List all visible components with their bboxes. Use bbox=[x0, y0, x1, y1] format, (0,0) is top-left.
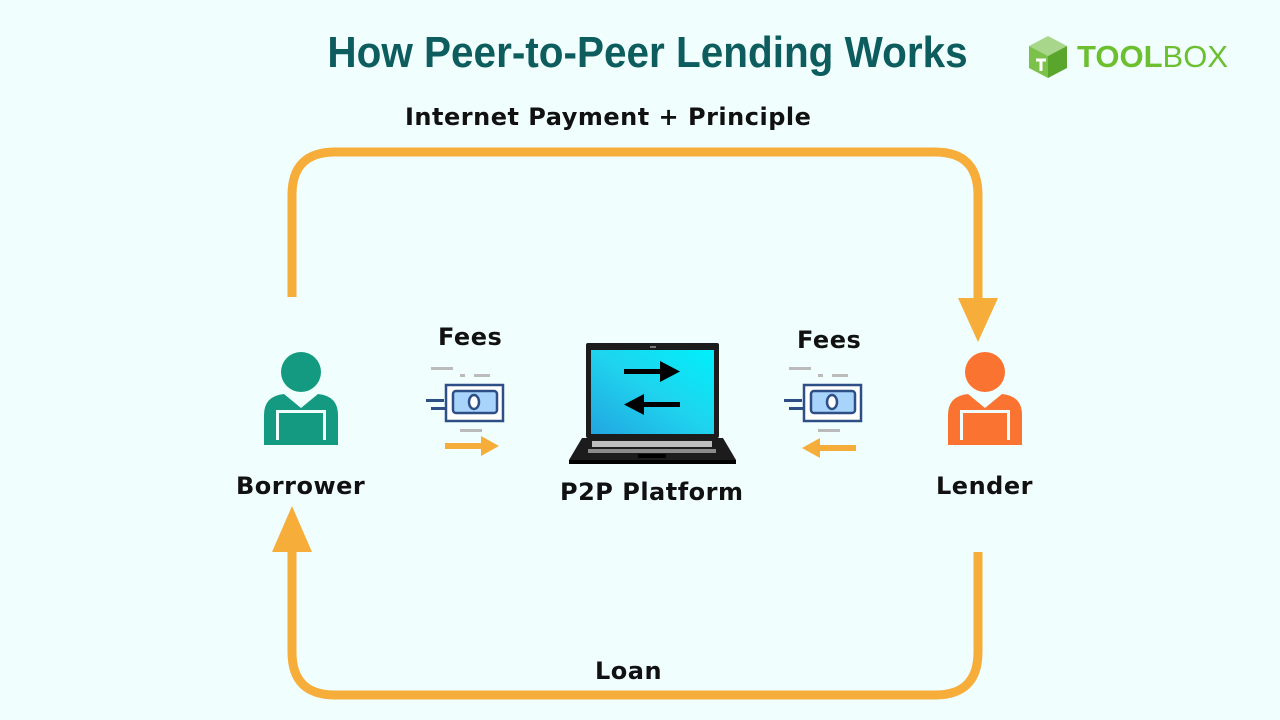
bottom-flow-arrowhead bbox=[272, 506, 312, 552]
cube-logo-icon bbox=[1029, 36, 1067, 78]
bottom-flow-line bbox=[287, 540, 983, 700]
money-icon-right bbox=[784, 367, 863, 432]
borrower-label: Borrower bbox=[236, 472, 366, 500]
lender-label: Lender bbox=[936, 472, 1033, 500]
platform-label: P2P Platform bbox=[560, 478, 744, 506]
logo-text-bold: TOOL bbox=[1077, 39, 1163, 74]
bottom-flow-label: Loan bbox=[595, 657, 663, 685]
borrower-icon bbox=[264, 352, 338, 445]
money-icon-left bbox=[426, 367, 505, 432]
fee-arrow-right bbox=[445, 436, 499, 456]
lender-icon bbox=[948, 352, 1022, 445]
fee-arrow-left bbox=[802, 438, 856, 458]
fees-label-right: Fees bbox=[797, 326, 862, 354]
logo-text-light: BOX bbox=[1162, 39, 1229, 74]
laptop-icon bbox=[569, 343, 736, 464]
top-flow-label: Internet Payment + Principle bbox=[405, 103, 812, 131]
fees-label-left: Fees bbox=[438, 323, 503, 351]
page-title: How Peer-to-Peer Lending Works bbox=[327, 28, 968, 77]
top-flow-arrowhead bbox=[958, 298, 998, 342]
toolbox-logo: TOOLBOX bbox=[1027, 34, 1228, 80]
top-flow-line bbox=[287, 147, 983, 310]
